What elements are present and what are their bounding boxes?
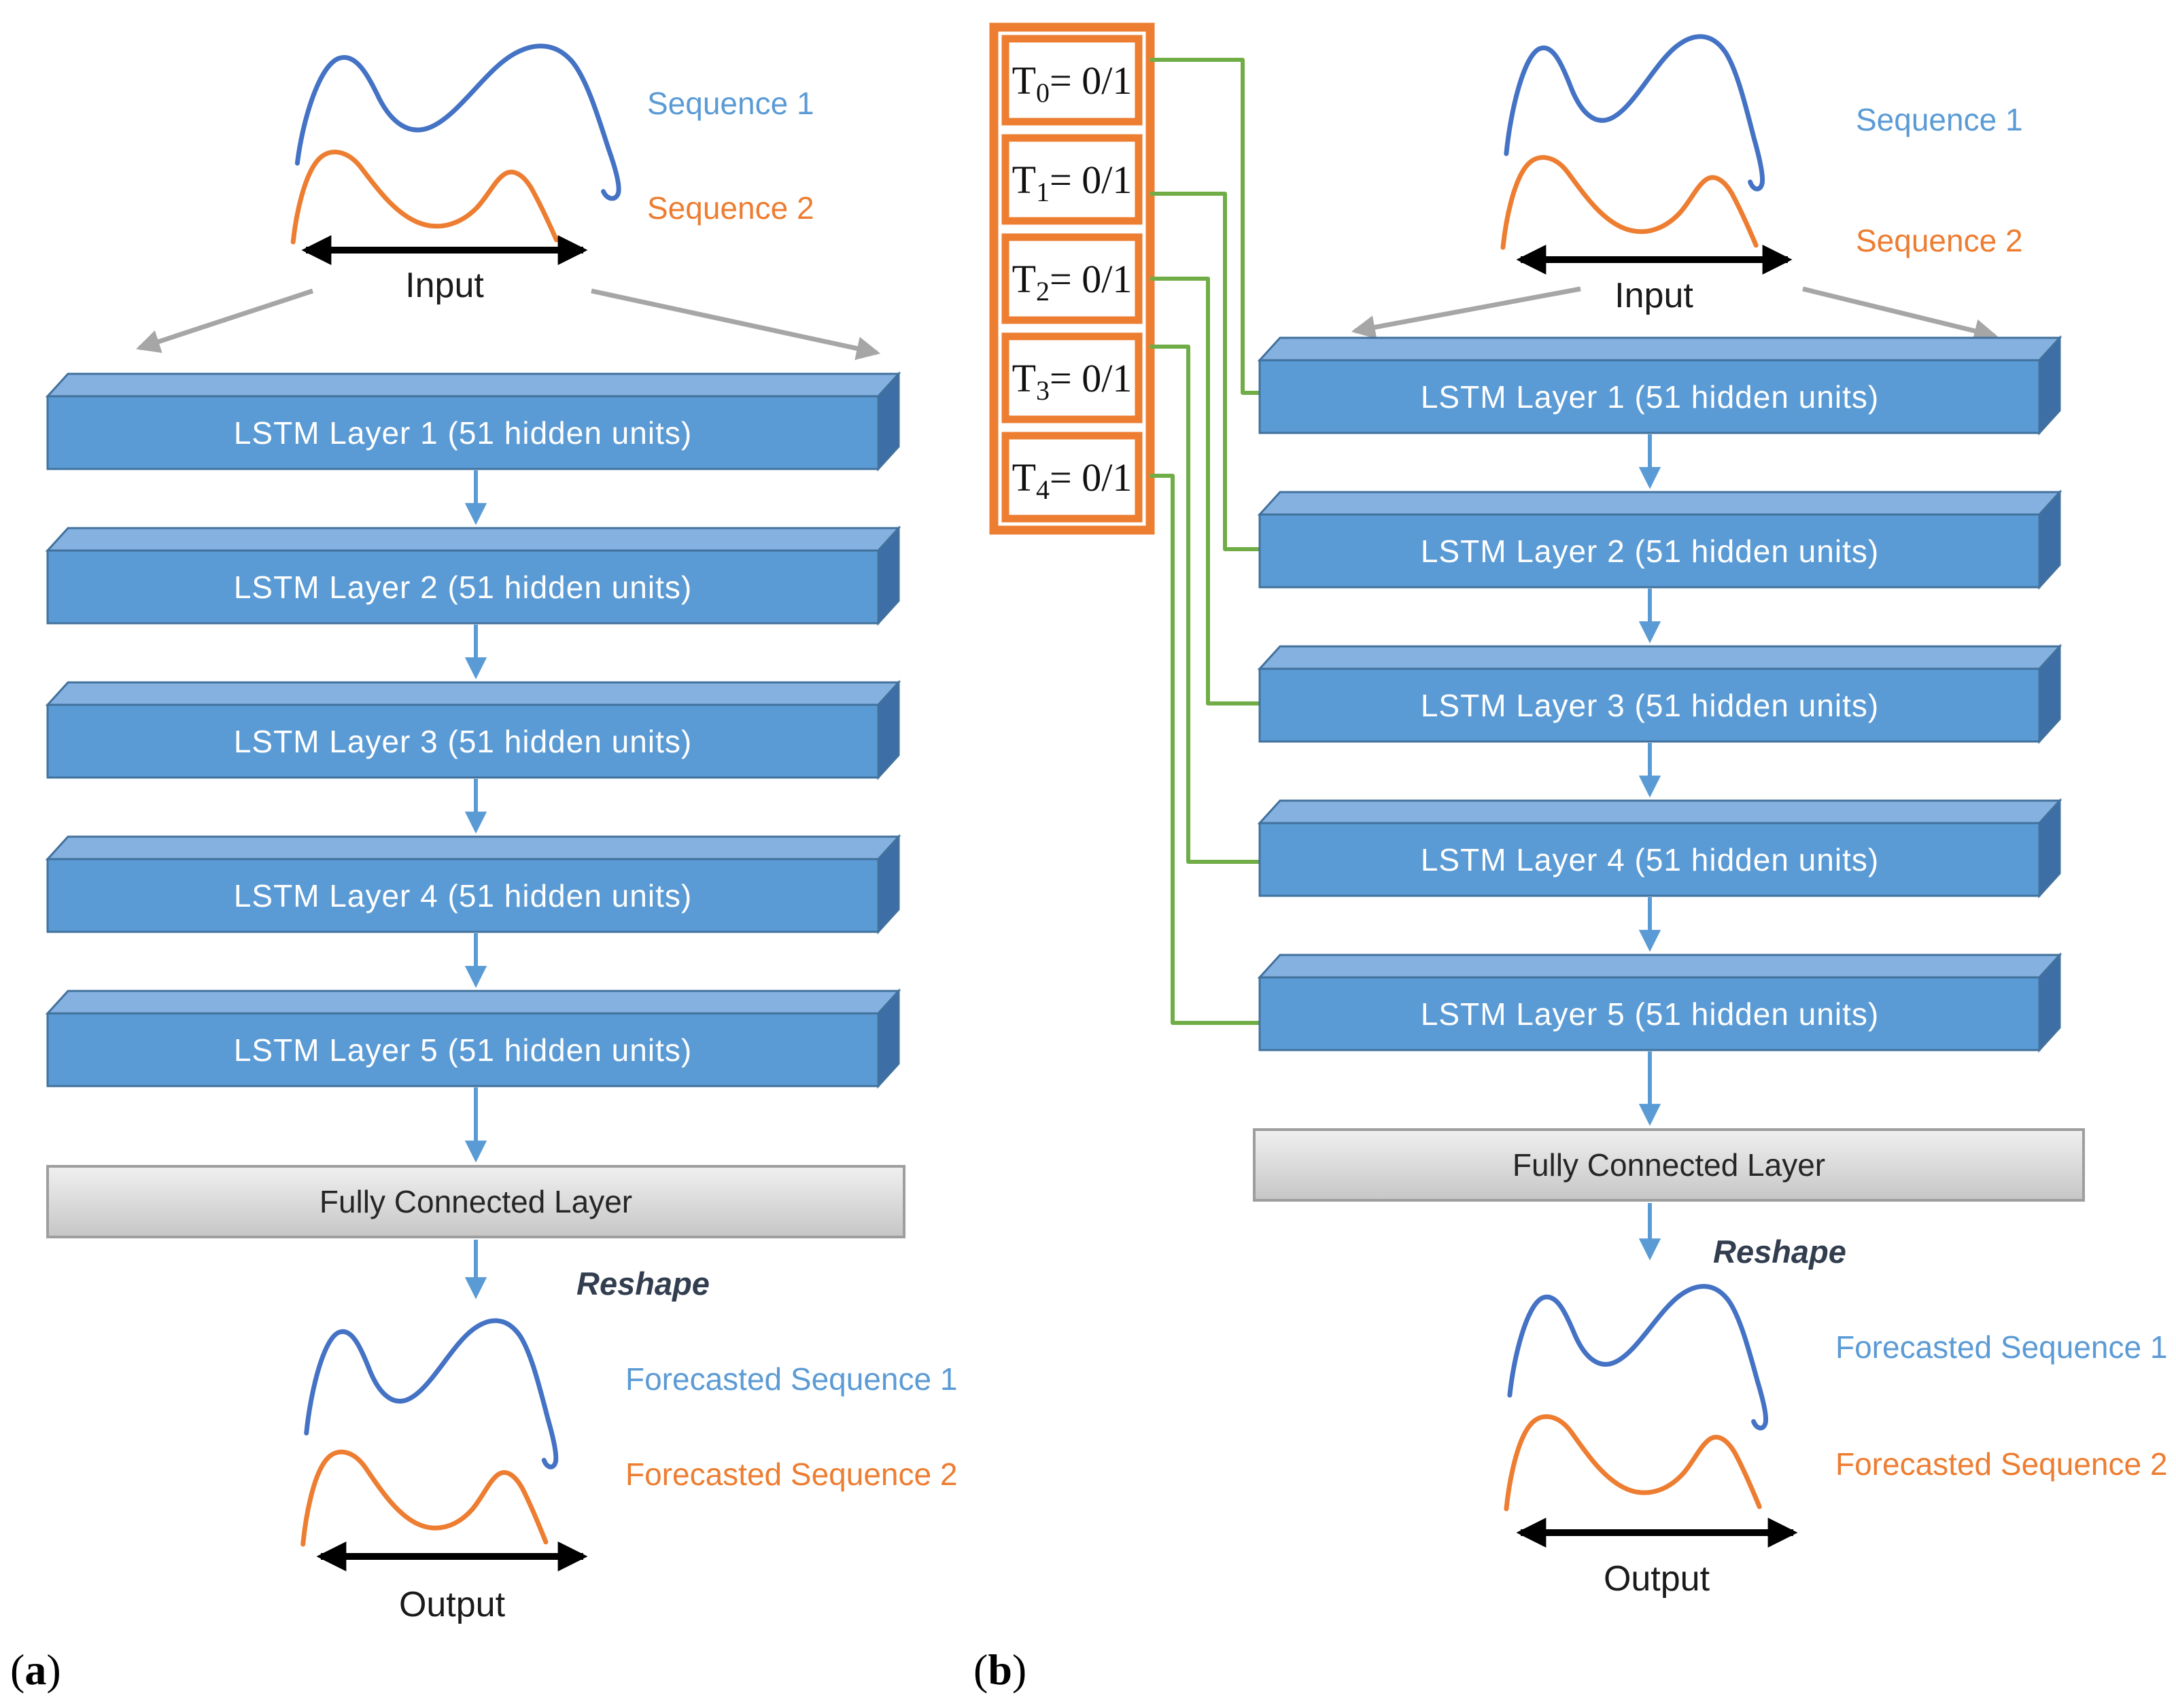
- teacher-flag-label-4: T4= 0/1: [1012, 455, 1133, 505]
- lstm-box-front: [46, 395, 880, 470]
- lstm-box-top: [1257, 645, 2062, 670]
- lstm-layer-5-a: LSTM Layer 5 (51 hidden units): [45, 988, 901, 1089]
- teacher-flag-box-2: [1001, 233, 1143, 324]
- green-connector-t0-layer1: [1150, 58, 1262, 395]
- lstm-layer-1-a: LSTM Layer 1 (51 hidden units): [45, 371, 901, 472]
- lstm-box-top: [1257, 954, 2062, 979]
- lstm-box-top: [45, 372, 901, 398]
- lstm-box-top: [45, 527, 901, 552]
- fc-label: Fully Connected Layer: [320, 1184, 632, 1219]
- lstm-box-front: [1258, 976, 2041, 1051]
- sequence1-curve: [297, 46, 619, 198]
- lstm-layer-3-b: LSTM Layer 3 (51 hidden units): [1257, 644, 2062, 744]
- lstm-layer-4-a: LSTM Layer 4 (51 hidden units): [45, 834, 901, 935]
- input-to-layer-arrow-left: [136, 288, 314, 353]
- forecast2-curve: [303, 1452, 546, 1544]
- lstm-layer-label: LSTM Layer 3 (51 hidden units): [234, 724, 692, 759]
- diagram-b: T0= 0/1 T1= 0/1 T2= 0/1 T3= 0/1 T4= 0/1 …: [973, 22, 2167, 1694]
- lstm-layer-2-a: LSTM Layer 2 (51 hidden units): [45, 525, 901, 626]
- forecast2-curve: [1506, 1416, 1759, 1509]
- sequence1-label: Sequence 1: [1856, 102, 2023, 137]
- teacher-flag-label-3: T3= 0/1: [1012, 356, 1133, 406]
- lstm-layer-5-b: LSTM Layer 5 (51 hidden units): [1257, 952, 2062, 1053]
- fully-connected-a: Fully Connected Layer: [46, 1165, 905, 1238]
- forecast2-label: Forecasted Sequence 2: [625, 1457, 957, 1492]
- input-to-layer-arrow-left: [1351, 286, 1581, 339]
- teacher-flag-box-1: [1001, 134, 1143, 225]
- reshape-label: Reshape: [576, 1266, 710, 1302]
- lstm-layer-3-a: LSTM Layer 3 (51 hidden units): [45, 680, 901, 780]
- lstm-box-top: [1257, 336, 2062, 362]
- lstm-layer-label: LSTM Layer 4 (51 hidden units): [234, 878, 692, 913]
- lstm-box-top: [45, 835, 901, 860]
- green-connector-t1-layer2: [1150, 192, 1262, 551]
- diagram-a: Sequence 1 Sequence 2 Input LSTM Layer 1…: [10, 46, 957, 1694]
- caption-a: (a): [10, 1645, 61, 1694]
- fc-box: [1253, 1128, 2085, 1202]
- lstm-layer-label: LSTM Layer 5 (51 hidden units): [234, 1032, 692, 1068]
- teacher-flag-label-1: T1= 0/1: [1012, 158, 1133, 207]
- lstm-layer-1-b: LSTM Layer 1 (51 hidden units): [1257, 335, 2062, 436]
- sequence2-label: Sequence 2: [1856, 223, 2023, 258]
- lstm-box-front: [46, 549, 880, 625]
- lstm-layer-label: LSTM Layer 2 (51 hidden units): [234, 570, 692, 605]
- lstm-layer-label: LSTM Layer 5 (51 hidden units): [1421, 996, 1879, 1032]
- lstm-box-front: [1258, 822, 2041, 897]
- teacher-flag-column: T0= 0/1 T1= 0/1 T2= 0/1 T3= 0/1 T4= 0/1: [989, 22, 1155, 535]
- sequence2-curve: [293, 152, 556, 242]
- teacher-flag-label-2: T2= 0/1: [1012, 257, 1133, 307]
- sequence1-label: Sequence 1: [647, 86, 814, 121]
- fc-label: Fully Connected Layer: [1513, 1147, 1825, 1183]
- lstm-box-top: [45, 681, 901, 706]
- lstm-layer-label: LSTM Layer 4 (51 hidden units): [1421, 842, 1879, 877]
- reshape-label: Reshape: [1713, 1234, 1846, 1270]
- lstm-box-front: [1258, 359, 2041, 434]
- lstm-box-top: [1257, 799, 2062, 824]
- lstm-box-top: [1257, 491, 2062, 516]
- green-connector-t4-layer5: [1150, 474, 1262, 1025]
- green-connector-t2-layer3: [1150, 277, 1262, 705]
- lstm-box-front: [46, 858, 880, 933]
- sequence2-label: Sequence 2: [647, 190, 814, 226]
- sequence1-curve: [1506, 37, 1763, 189]
- lstm-box-top: [45, 990, 901, 1015]
- input-to-layer-arrow-right: [591, 288, 881, 360]
- lstm-layer-label: LSTM Layer 3 (51 hidden units): [1421, 688, 1879, 723]
- lstm-box-front: [46, 1012, 880, 1087]
- teacher-flag-label-0: T0= 0/1: [1012, 58, 1133, 108]
- fully-connected-b: Fully Connected Layer: [1253, 1128, 2085, 1202]
- teacher-flag-box-3: [1001, 332, 1143, 423]
- input-label: Input: [405, 266, 484, 305]
- forecast1-label: Forecasted Sequence 1: [625, 1361, 957, 1397]
- lstm-layer-label: LSTM Layer 1 (51 hidden units): [234, 415, 692, 451]
- fc-box: [46, 1165, 905, 1238]
- input-to-layer-arrow-right: [1802, 286, 1999, 343]
- teacher-flag-box-4: [1001, 432, 1143, 523]
- output-label: Output: [399, 1585, 506, 1624]
- forecast1-curve: [1510, 1287, 1766, 1428]
- green-connector-t3-layer4: [1150, 345, 1262, 864]
- lstm-box-front: [46, 703, 880, 779]
- lstm-box-front: [1258, 667, 2041, 743]
- lstm-layer-4-b: LSTM Layer 4 (51 hidden units): [1257, 798, 2062, 899]
- caption-b: (b): [973, 1645, 1026, 1694]
- lstm-layer-label: LSTM Layer 1 (51 hidden units): [1421, 379, 1879, 415]
- sequence2-curve: [1503, 158, 1756, 247]
- lstm-layer-label: LSTM Layer 2 (51 hidden units): [1421, 534, 1879, 569]
- forecast1-label: Forecasted Sequence 1: [1835, 1329, 2167, 1365]
- lstm-box-front: [1258, 513, 2041, 589]
- teacher-flag-box-0: [1001, 35, 1143, 126]
- input-label: Input: [1614, 276, 1693, 315]
- forecast1-curve: [307, 1321, 556, 1467]
- forecast2-label: Forecasted Sequence 2: [1835, 1446, 2167, 1482]
- output-label: Output: [1604, 1559, 1710, 1599]
- lstm-layer-2-b: LSTM Layer 2 (51 hidden units): [1257, 489, 2062, 590]
